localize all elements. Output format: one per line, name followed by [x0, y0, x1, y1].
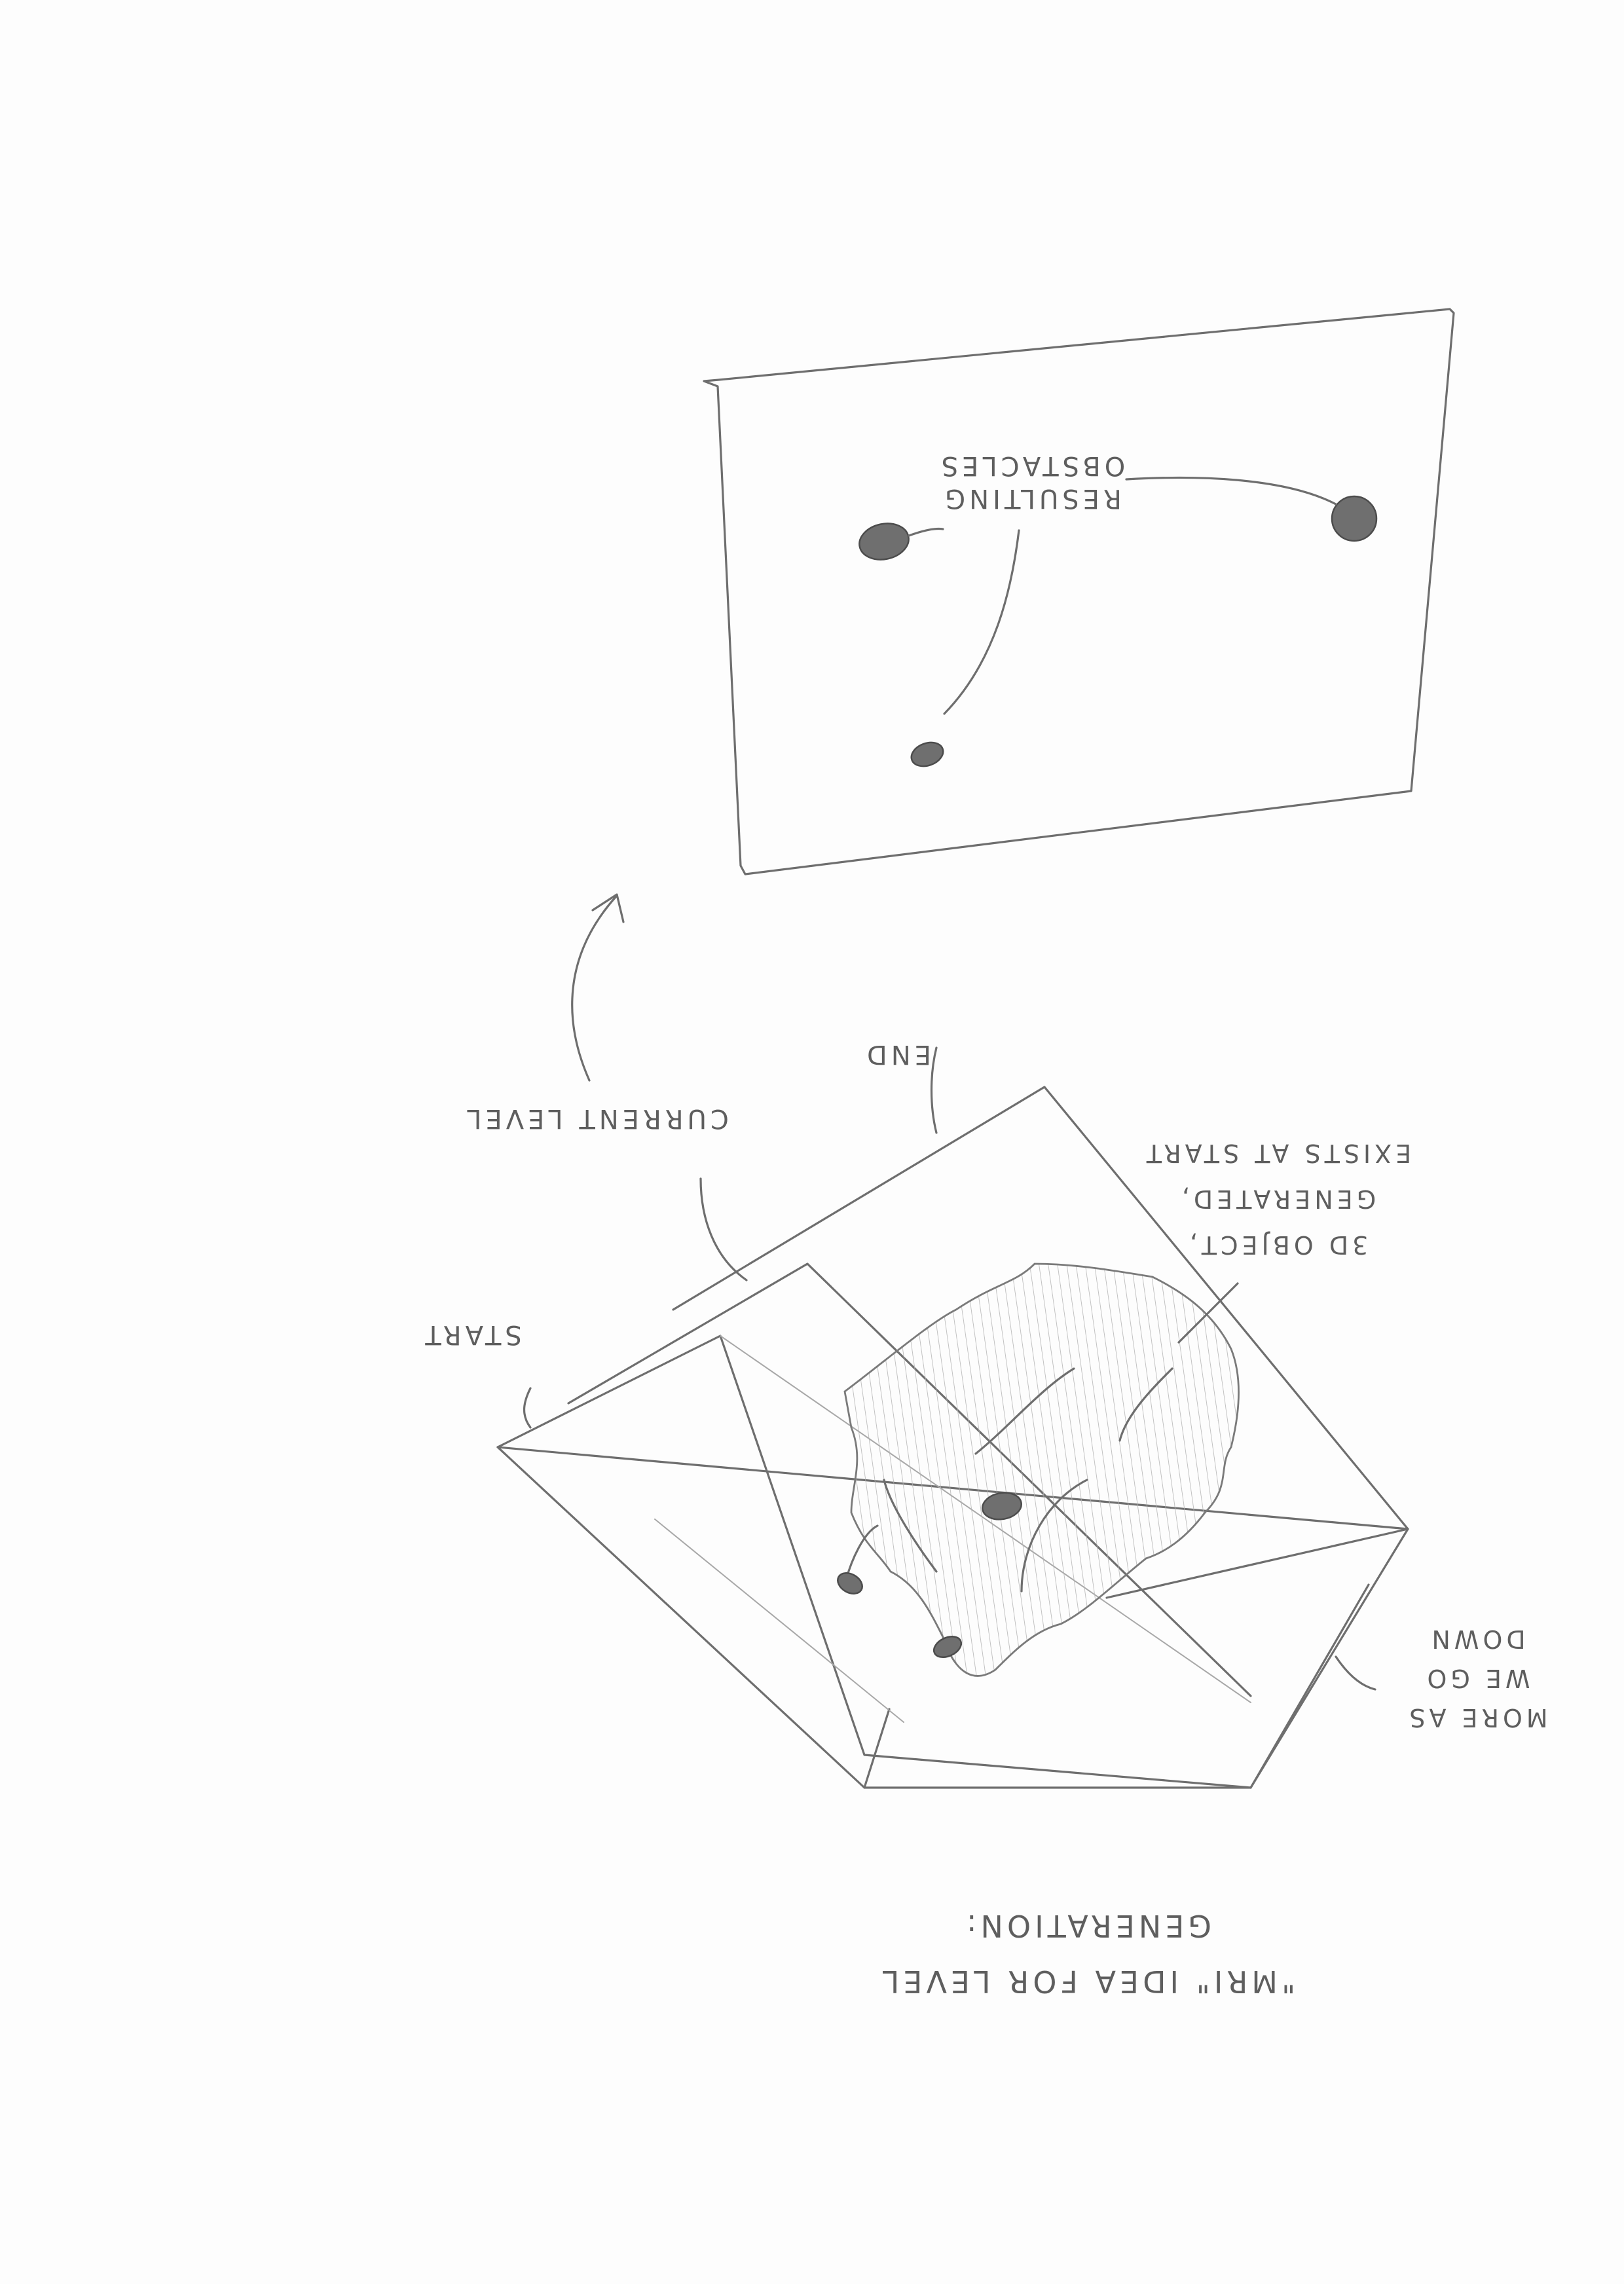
label-start-text: START: [421, 1319, 521, 1350]
label-more-as: MORE AS WE GO DOWN: [1405, 1625, 1547, 1732]
label-current-level-text: CURRENT LEVEL: [463, 1103, 729, 1133]
label-resulting: RESULTING: [941, 483, 1122, 513]
label-3d-object-line2: GENERATED,: [1178, 1185, 1376, 1213]
label-obstacles: OBSTACLES: [938, 451, 1125, 481]
label-title-line2: GENERATION:: [963, 1908, 1211, 1943]
label-title: "MRI" IDEA FOR LEVEL GENERATION:: [879, 1908, 1295, 1999]
label-more-as-line1: MORE AS: [1405, 1703, 1547, 1732]
label-title-line1: "MRI" IDEA FOR LEVEL: [879, 1964, 1295, 1999]
label-resulting-obstacles: RESULTING OBSTACLES: [938, 451, 1125, 513]
curved-arrow: [572, 894, 623, 1080]
label-3d-object: 3D OBJECT, GENERATED, EXISTS AT START: [1143, 1139, 1411, 1259]
obstacle-dot-left: [856, 519, 912, 564]
label-more-as-line2: WE GO: [1423, 1664, 1530, 1693]
label-3d-object-line1: 3D OBJECT,: [1186, 1230, 1369, 1259]
label-end: END: [863, 1039, 931, 1069]
label-start: START: [421, 1319, 521, 1350]
obstacle-view-frame: [704, 309, 1454, 874]
label-current-level: CURRENT LEVEL: [463, 1103, 729, 1133]
obstacle-dot-right: [1332, 496, 1376, 541]
label-end-text: END: [863, 1039, 931, 1069]
label-more-as-line3: DOWN: [1428, 1625, 1525, 1653]
label-3d-object-line3: EXISTS AT START: [1143, 1139, 1411, 1168]
obstacle-dot-bottom: [908, 738, 947, 770]
